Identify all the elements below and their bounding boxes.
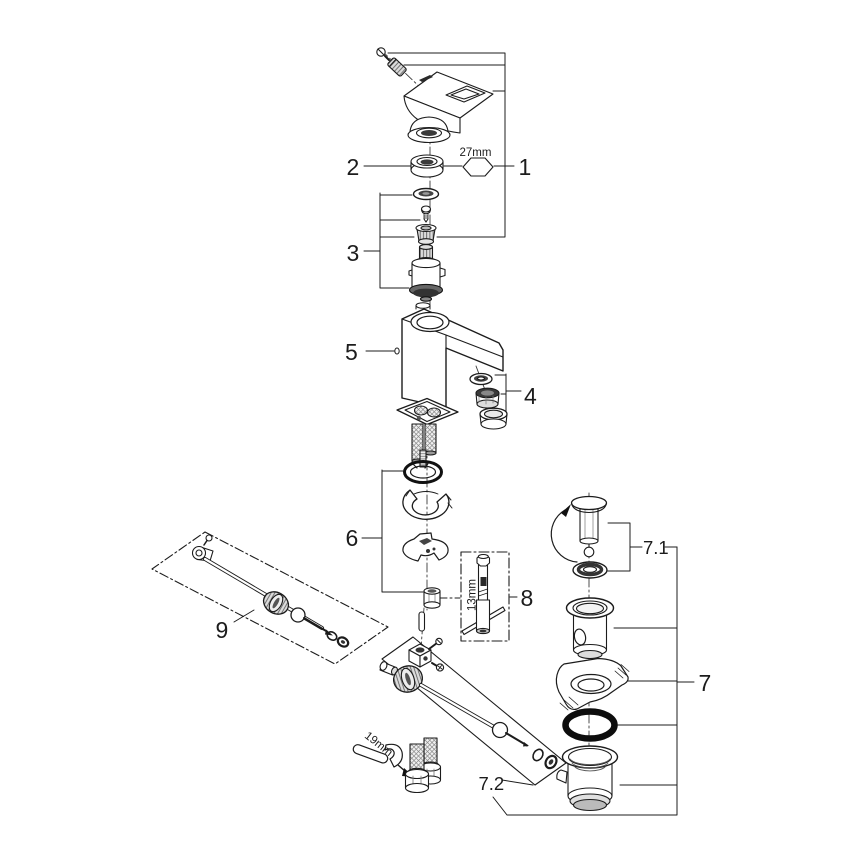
hex-27mm-icon xyxy=(462,157,494,177)
label-part-2: 2 xyxy=(347,154,360,180)
socket-tool-box xyxy=(460,551,510,642)
drain-o-ring xyxy=(562,708,618,742)
hose-ends-with-nuts xyxy=(404,737,442,794)
drain-saddle xyxy=(555,657,630,711)
mounting-clamp xyxy=(402,532,449,562)
pivot-rod-kit-box xyxy=(381,636,567,786)
rotation-arrow-icon xyxy=(550,504,578,563)
fixing-screw-icon xyxy=(420,205,432,223)
annotation-13mm: 13mm xyxy=(467,579,479,611)
pivot-rod-assembly xyxy=(379,611,558,770)
oval-retaining-ring xyxy=(403,460,443,484)
plug-seal-ring xyxy=(572,561,608,579)
mounting-ring-nut xyxy=(410,154,444,178)
lever-handle xyxy=(403,71,494,134)
label-part-1: 1 xyxy=(519,154,532,180)
label-part-5: 5 xyxy=(345,339,358,365)
label-part-3: 3 xyxy=(347,240,360,266)
leader-lines xyxy=(233,52,695,816)
aerator-washer xyxy=(469,372,493,386)
aerator-insert xyxy=(475,387,500,409)
label-part-8: 8 xyxy=(521,585,534,611)
seal-ring xyxy=(412,187,440,201)
label-part-7-1: 7.1 xyxy=(643,537,669,558)
pop-up-plug xyxy=(570,495,608,558)
label-part-7: 7 xyxy=(699,670,712,696)
annotation-27mm: 27mm xyxy=(460,147,492,159)
drain-flange xyxy=(565,597,615,660)
faucet-body xyxy=(394,302,504,409)
label-part-4: 4 xyxy=(524,383,537,409)
pull-rod-kit-box xyxy=(151,531,389,665)
socket-tool xyxy=(461,553,506,636)
pull-rod-assembly xyxy=(191,534,350,648)
handle-screw-icon xyxy=(376,47,390,61)
set-screw-icon xyxy=(387,57,407,77)
cartridge xyxy=(408,244,446,302)
base-plate xyxy=(396,397,459,426)
aerator-housing xyxy=(479,407,508,430)
drain-body xyxy=(556,745,619,812)
horseshoe-washer xyxy=(402,489,453,520)
label-part-9: 9 xyxy=(216,617,229,643)
threaded-stud xyxy=(419,449,427,468)
escutcheon-cap xyxy=(407,116,451,144)
label-part-6: 6 xyxy=(346,525,359,551)
label-part-7-2: 7.2 xyxy=(479,773,505,794)
cartridge-adapter-nut xyxy=(415,223,437,245)
mounting-nut xyxy=(423,587,441,609)
